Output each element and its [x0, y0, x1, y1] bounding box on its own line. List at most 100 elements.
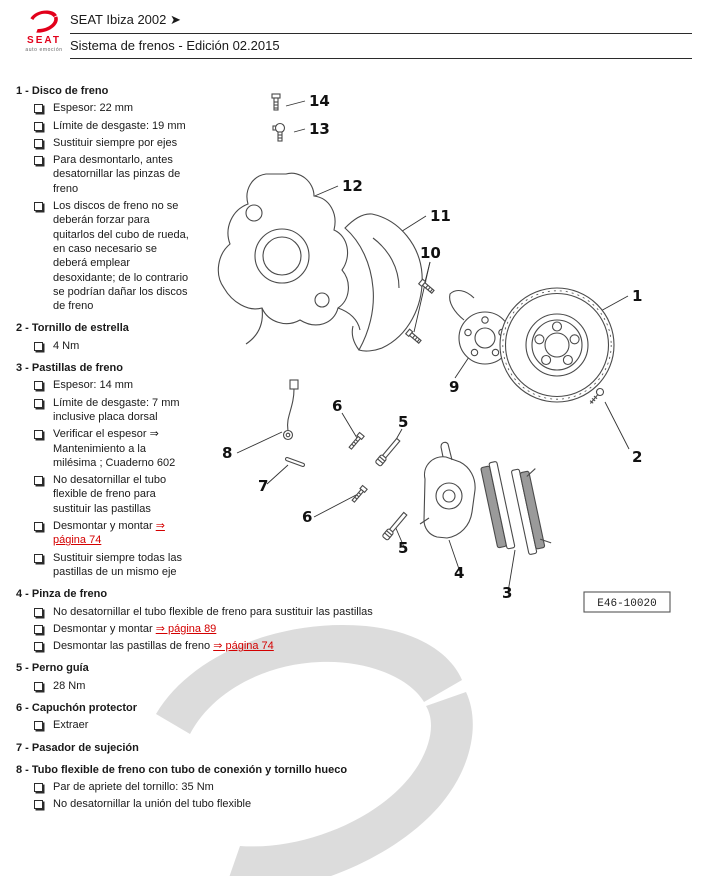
- part-item-title: 3 - Pastillas de freno: [16, 362, 123, 375]
- callout-9: 9: [449, 378, 459, 396]
- checkbox-bullet-icon: [34, 783, 43, 793]
- figure-code: [583, 591, 671, 613]
- bullet-text: Extraer: [53, 719, 89, 732]
- list-item: No desatornillar la unión del tubo flexi…: [34, 797, 692, 811]
- part-item-3: 3 - Pastillas de freno Espesor: 14 mm Lí…: [16, 361, 192, 579]
- list-item: Para desmontarlo, antes desatornillar la…: [34, 153, 192, 196]
- list-item: Sustituir siempre todas las pastillas de…: [34, 551, 192, 580]
- bullet-text: Espesor: 22 mm: [53, 102, 134, 115]
- callout-10: 10: [420, 244, 441, 262]
- header-subtitle: Sistema de frenos - Edición 02.2015: [70, 34, 692, 59]
- checkbox-bullet-icon: [34, 553, 43, 563]
- checkbox-bullet-icon: [34, 202, 43, 212]
- bullet-text: Espesor: 14 mm: [53, 379, 134, 392]
- part-item-title: 4 - Pinza de freno: [16, 588, 108, 601]
- list-item: Límite de desgaste: 7 mm inclusive placa…: [34, 396, 192, 425]
- bullet-text-part: Desmontar y montar: [53, 622, 156, 635]
- list-item: 28 Nm: [34, 679, 692, 693]
- checkbox-bullet-icon: [34, 138, 43, 148]
- brake-pads: [480, 461, 552, 555]
- bullet-text: Los discos de freno no se deberán forzar…: [53, 200, 189, 313]
- checkbox-bullet-icon: [34, 681, 43, 691]
- seat-logo-slogan: auto emoción: [25, 47, 63, 53]
- checkbox-bullet-icon: [34, 800, 43, 810]
- caliper-bolt: [351, 484, 368, 503]
- checkbox-bullet-icon: [34, 398, 43, 408]
- part-item-title: 8 - Tubo flexible de freno con tubo de c…: [16, 763, 348, 776]
- bullet-text: No desatornillar la unión del tubo flexi…: [53, 798, 252, 811]
- part-item-7: 7 - Pasador de sujeción: [16, 741, 692, 755]
- list-item: 4 Nm: [34, 339, 192, 353]
- bullet-text: Verificar el espesor ⇒ Mantenimiento a l…: [53, 428, 176, 469]
- callout-4: 4: [454, 564, 464, 582]
- checkbox-bullet-icon: [34, 381, 43, 391]
- bullet-text: No desatornillar el tubo flexible de fre…: [53, 474, 167, 515]
- checkbox-bullet-icon: [34, 104, 43, 114]
- part-item-title: 6 - Capuchón protector: [16, 701, 138, 714]
- seat-logo: SEAT auto emoción: [20, 8, 68, 53]
- checkbox-bullet-icon: [34, 121, 43, 131]
- guide-pin: [382, 511, 408, 541]
- retaining-pin: [284, 456, 306, 468]
- checkbox-bullet-icon: [34, 430, 43, 440]
- part-item-5: 5 - Perno guía 28 Nm: [16, 661, 692, 693]
- callout-numbers: 14 13 12 11 10 1 9 2 6 5 8 7 6 5 4 3 E46…: [222, 92, 657, 610]
- bullet-text: Límite de desgaste: 19 mm: [53, 119, 186, 132]
- checkbox-bullet-icon: [34, 156, 43, 166]
- callout-5-upper: 5: [398, 413, 408, 431]
- callout-2: 2: [632, 448, 642, 466]
- checkbox-bullet-icon: [34, 624, 43, 634]
- legend-full-column: 4 - Pinza de freno No desatornillar el t…: [16, 587, 692, 812]
- callout-8: 8: [222, 444, 232, 462]
- checkbox-bullet-icon: [34, 522, 43, 532]
- checkbox-bullet-icon: [34, 721, 43, 731]
- list-item: Desmontar y montar ⇒ página 74: [34, 519, 192, 548]
- part-item-title: 7 - Pasador de sujeción: [16, 741, 139, 754]
- page-link[interactable]: ⇒ página 74: [213, 640, 274, 653]
- list-item: Par de apriete del tornillo: 35 Nm: [34, 780, 692, 794]
- steering-knuckle: [217, 172, 361, 345]
- part-item-1: 1 - Disco de freno Espesor: 22 mm Límite…: [16, 84, 192, 313]
- header: SEAT Ibiza 2002 ➤ Sistema de frenos - Ed…: [70, 12, 692, 59]
- callout-14: 14: [309, 92, 330, 110]
- list-item: No desatornillar el tubo flexible de fre…: [34, 473, 192, 516]
- guide-pin: [375, 437, 401, 467]
- shield-bolt: [417, 278, 435, 294]
- caliper-bolt: [348, 431, 365, 450]
- list-item: Extraer: [34, 718, 692, 732]
- list-item: Desmontar y montar ⇒ página 89: [34, 622, 692, 636]
- bolt-14: [271, 93, 281, 111]
- list-item: Límite de desgaste: 19 mm: [34, 119, 192, 133]
- exploded-diagram: 14 13 12 11 10 1 9 2 6 5 8 7 6 5 4 3 E46…: [217, 92, 671, 613]
- part-item-4: 4 - Pinza de freno No desatornillar el t…: [16, 587, 692, 653]
- part-item-8: 8 - Tubo flexible de freno con tubo de c…: [16, 763, 692, 812]
- seat-watermark-icon: [156, 624, 473, 876]
- header-title: SEAT Ibiza 2002 ➤: [70, 12, 692, 34]
- list-item: Verificar el espesor ⇒ Mantenimiento a l…: [34, 427, 192, 470]
- bullet-text-part: Desmontar las pastillas de freno: [53, 640, 214, 653]
- checkbox-bullet-icon: [34, 607, 43, 617]
- list-item: Espesor: 14 mm: [34, 378, 192, 392]
- callout-6-upper: 6: [332, 397, 342, 415]
- figure-code-label: E46-10020: [597, 598, 656, 610]
- checkbox-bullet-icon: [34, 642, 43, 652]
- brake-disc: [499, 287, 615, 403]
- callout-12: 12: [342, 177, 363, 195]
- bolt-13: [272, 122, 286, 142]
- part-item-title: 2 - Tornillo de estrella: [16, 322, 129, 335]
- page-link[interactable]: ⇒ página 74: [53, 520, 165, 547]
- bullet-text: 4 Nm: [53, 339, 80, 352]
- bullet-text: Para desmontarlo, antes desatornillar la…: [53, 154, 181, 195]
- bullet-text: No desatornillar el tubo flexible de fre…: [53, 605, 373, 618]
- bullet-text: Par de apriete del tornillo: 35 Nm: [53, 781, 214, 794]
- callout-11: 11: [430, 207, 451, 225]
- brake-caliper: [419, 441, 476, 539]
- legend-narrow-column: 1 - Disco de freno Espesor: 22 mm Límite…: [16, 84, 192, 579]
- brake-hose: [282, 379, 299, 441]
- page-link[interactable]: ⇒ página 89: [155, 622, 217, 635]
- list-item: Los discos de freno no se deberán forzar…: [34, 199, 192, 313]
- bullet-text: Sustituir siempre todas las pastillas de…: [53, 551, 182, 578]
- list-item: Sustituir siempre por ejes: [34, 136, 192, 150]
- callout-3: 3: [502, 584, 512, 602]
- bullet-text: Desmontar y montar ⇒ página 74: [53, 519, 192, 548]
